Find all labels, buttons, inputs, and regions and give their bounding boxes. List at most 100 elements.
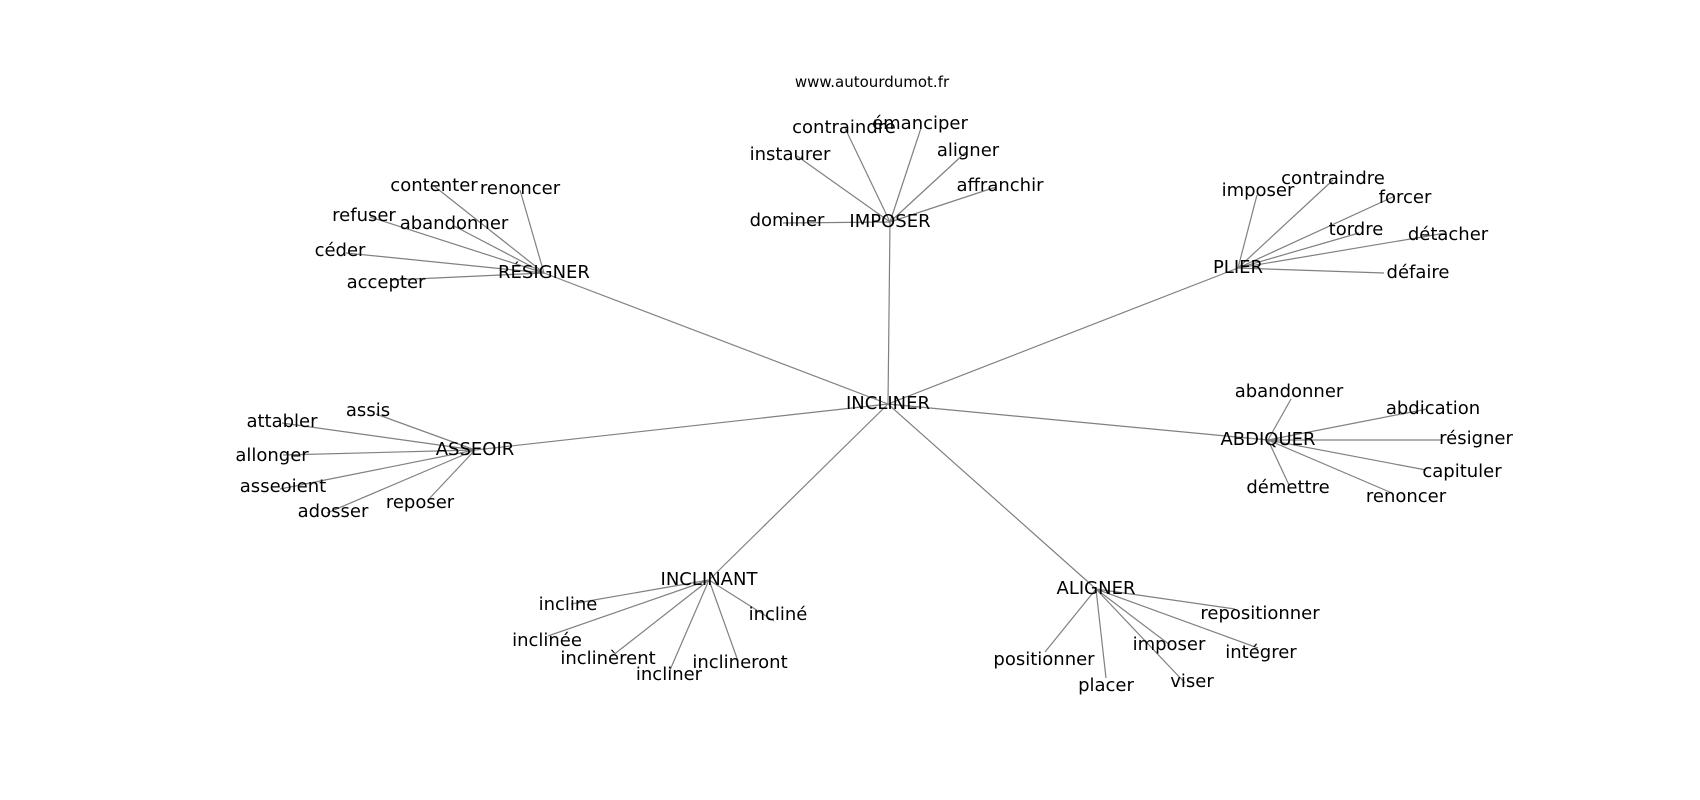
edge-hub-word xyxy=(844,127,891,223)
edge-hub-word xyxy=(375,413,476,451)
word-node: aligner xyxy=(937,140,1000,161)
edge-hub-word xyxy=(889,151,967,223)
word-node: inclinèrent xyxy=(560,648,655,669)
word-node: accepter xyxy=(347,272,426,293)
word-node: contraindre xyxy=(792,117,896,138)
word-node: repositionner xyxy=(1200,603,1320,624)
word-node: détacher xyxy=(1408,224,1489,245)
word-node: tordre xyxy=(1329,219,1384,240)
edge-hub-word xyxy=(1267,408,1428,441)
hub-node: IMPOSER xyxy=(849,211,930,232)
center-node: INCLINER xyxy=(846,393,930,414)
hub-node: RÉSIGNER xyxy=(498,261,590,283)
edge-hub-word xyxy=(796,155,891,223)
word-node: assis xyxy=(346,400,390,421)
edge-hub-word xyxy=(1237,179,1334,269)
hub-node: ASSEOIR xyxy=(436,439,515,460)
edge-hub-word xyxy=(519,189,545,274)
word-node: émanciper xyxy=(872,113,968,134)
edge-hub-word xyxy=(433,185,545,274)
edge-hub-word xyxy=(1095,588,1259,649)
edge-hub-word xyxy=(1095,588,1186,684)
word-node: contraindre xyxy=(1281,168,1385,189)
word-node: renoncer xyxy=(1366,486,1447,507)
word-node: reposer xyxy=(386,492,455,513)
hub-node: ALIGNER xyxy=(1057,578,1136,599)
edge-hub-word xyxy=(889,186,997,223)
edge-hub-word xyxy=(1095,588,1236,610)
edge-hub-word xyxy=(369,216,545,274)
edge-hub-word xyxy=(889,127,922,223)
word-node: affranchir xyxy=(957,175,1045,196)
word-node: inclinée xyxy=(512,630,582,651)
edge-hub-word xyxy=(547,579,710,637)
word-node: incliné xyxy=(749,604,808,625)
word-node: contenter xyxy=(390,175,478,196)
edge-hub-word xyxy=(1267,439,1427,471)
word-node: résigner xyxy=(1439,428,1513,449)
edge-hub-word xyxy=(782,221,891,224)
word-node: céder xyxy=(315,240,366,261)
edge-hub-word xyxy=(282,449,476,456)
word-node: intégrer xyxy=(1225,642,1297,663)
edge-hub-word xyxy=(453,225,545,274)
word-node: abandonner xyxy=(1235,381,1344,402)
word-node: imposer xyxy=(1222,180,1295,201)
edge-hub-word xyxy=(1267,439,1290,486)
word-node: placer xyxy=(1078,675,1134,696)
edge-hub-word xyxy=(427,449,476,501)
word-node: imposer xyxy=(1133,634,1206,655)
hub-node: INCLINANT xyxy=(661,569,759,590)
site-url: www.autourdumot.fr xyxy=(795,73,950,91)
edge-hub-word xyxy=(1237,195,1396,269)
edge-hub-word xyxy=(391,272,545,281)
edge-hub-word xyxy=(279,449,476,490)
word-node: adosser xyxy=(298,501,369,522)
word-node: positionner xyxy=(993,649,1095,670)
edge-hub-word xyxy=(708,579,739,662)
word-node: viser xyxy=(1170,671,1214,692)
edge-center-hub xyxy=(474,403,889,451)
edge-hub-word xyxy=(1267,398,1292,441)
word-node: instaurer xyxy=(750,144,831,165)
word-node: capituler xyxy=(1422,461,1502,482)
word-node: refuser xyxy=(332,205,396,226)
word-node: forcer xyxy=(1379,187,1432,208)
word-node: démettre xyxy=(1246,477,1329,498)
edge-hub-word xyxy=(1237,267,1385,274)
edge-hub-word xyxy=(708,579,775,622)
word-node: incliner xyxy=(636,664,703,685)
edge-hub-word xyxy=(1237,194,1258,269)
edge-hub-word xyxy=(611,579,710,657)
word-node: incline xyxy=(539,594,598,615)
hub-node: ABDIQUER xyxy=(1220,429,1315,450)
edge-hub-word xyxy=(1095,588,1107,679)
edge-hub-word xyxy=(281,422,476,451)
edges xyxy=(279,127,1447,684)
word-node: abdication xyxy=(1386,398,1480,419)
word-node: renoncer xyxy=(480,178,561,199)
edge-hub-word xyxy=(1267,439,1393,494)
hub-node: PLIER xyxy=(1213,257,1263,278)
edge-center-hub xyxy=(887,403,1097,590)
edge-center-hub xyxy=(543,272,889,405)
edge-hub-word xyxy=(1044,588,1097,653)
word-node: allonger xyxy=(235,445,309,466)
edge-hub-word xyxy=(1237,232,1447,269)
edge-hub-word xyxy=(570,579,710,605)
word-node: défaire xyxy=(1387,262,1450,283)
word-node: inclineront xyxy=(692,652,787,673)
word-node: abandonner xyxy=(400,213,509,234)
word-node: asseoient xyxy=(240,476,326,497)
labels: INCLINERIMPOSERcontraindreémanciperinsta… xyxy=(235,113,1513,696)
edge-center-hub xyxy=(887,221,891,405)
edge-hub-word xyxy=(1237,232,1360,269)
edge-center-hub xyxy=(887,403,1269,441)
edge-hub-word xyxy=(326,449,476,514)
edge-center-hub xyxy=(708,403,889,581)
edge-hub-word xyxy=(1095,588,1171,646)
edge-center-hub xyxy=(887,267,1239,405)
edge-hub-word xyxy=(669,579,710,671)
word-node: dominer xyxy=(750,210,825,231)
